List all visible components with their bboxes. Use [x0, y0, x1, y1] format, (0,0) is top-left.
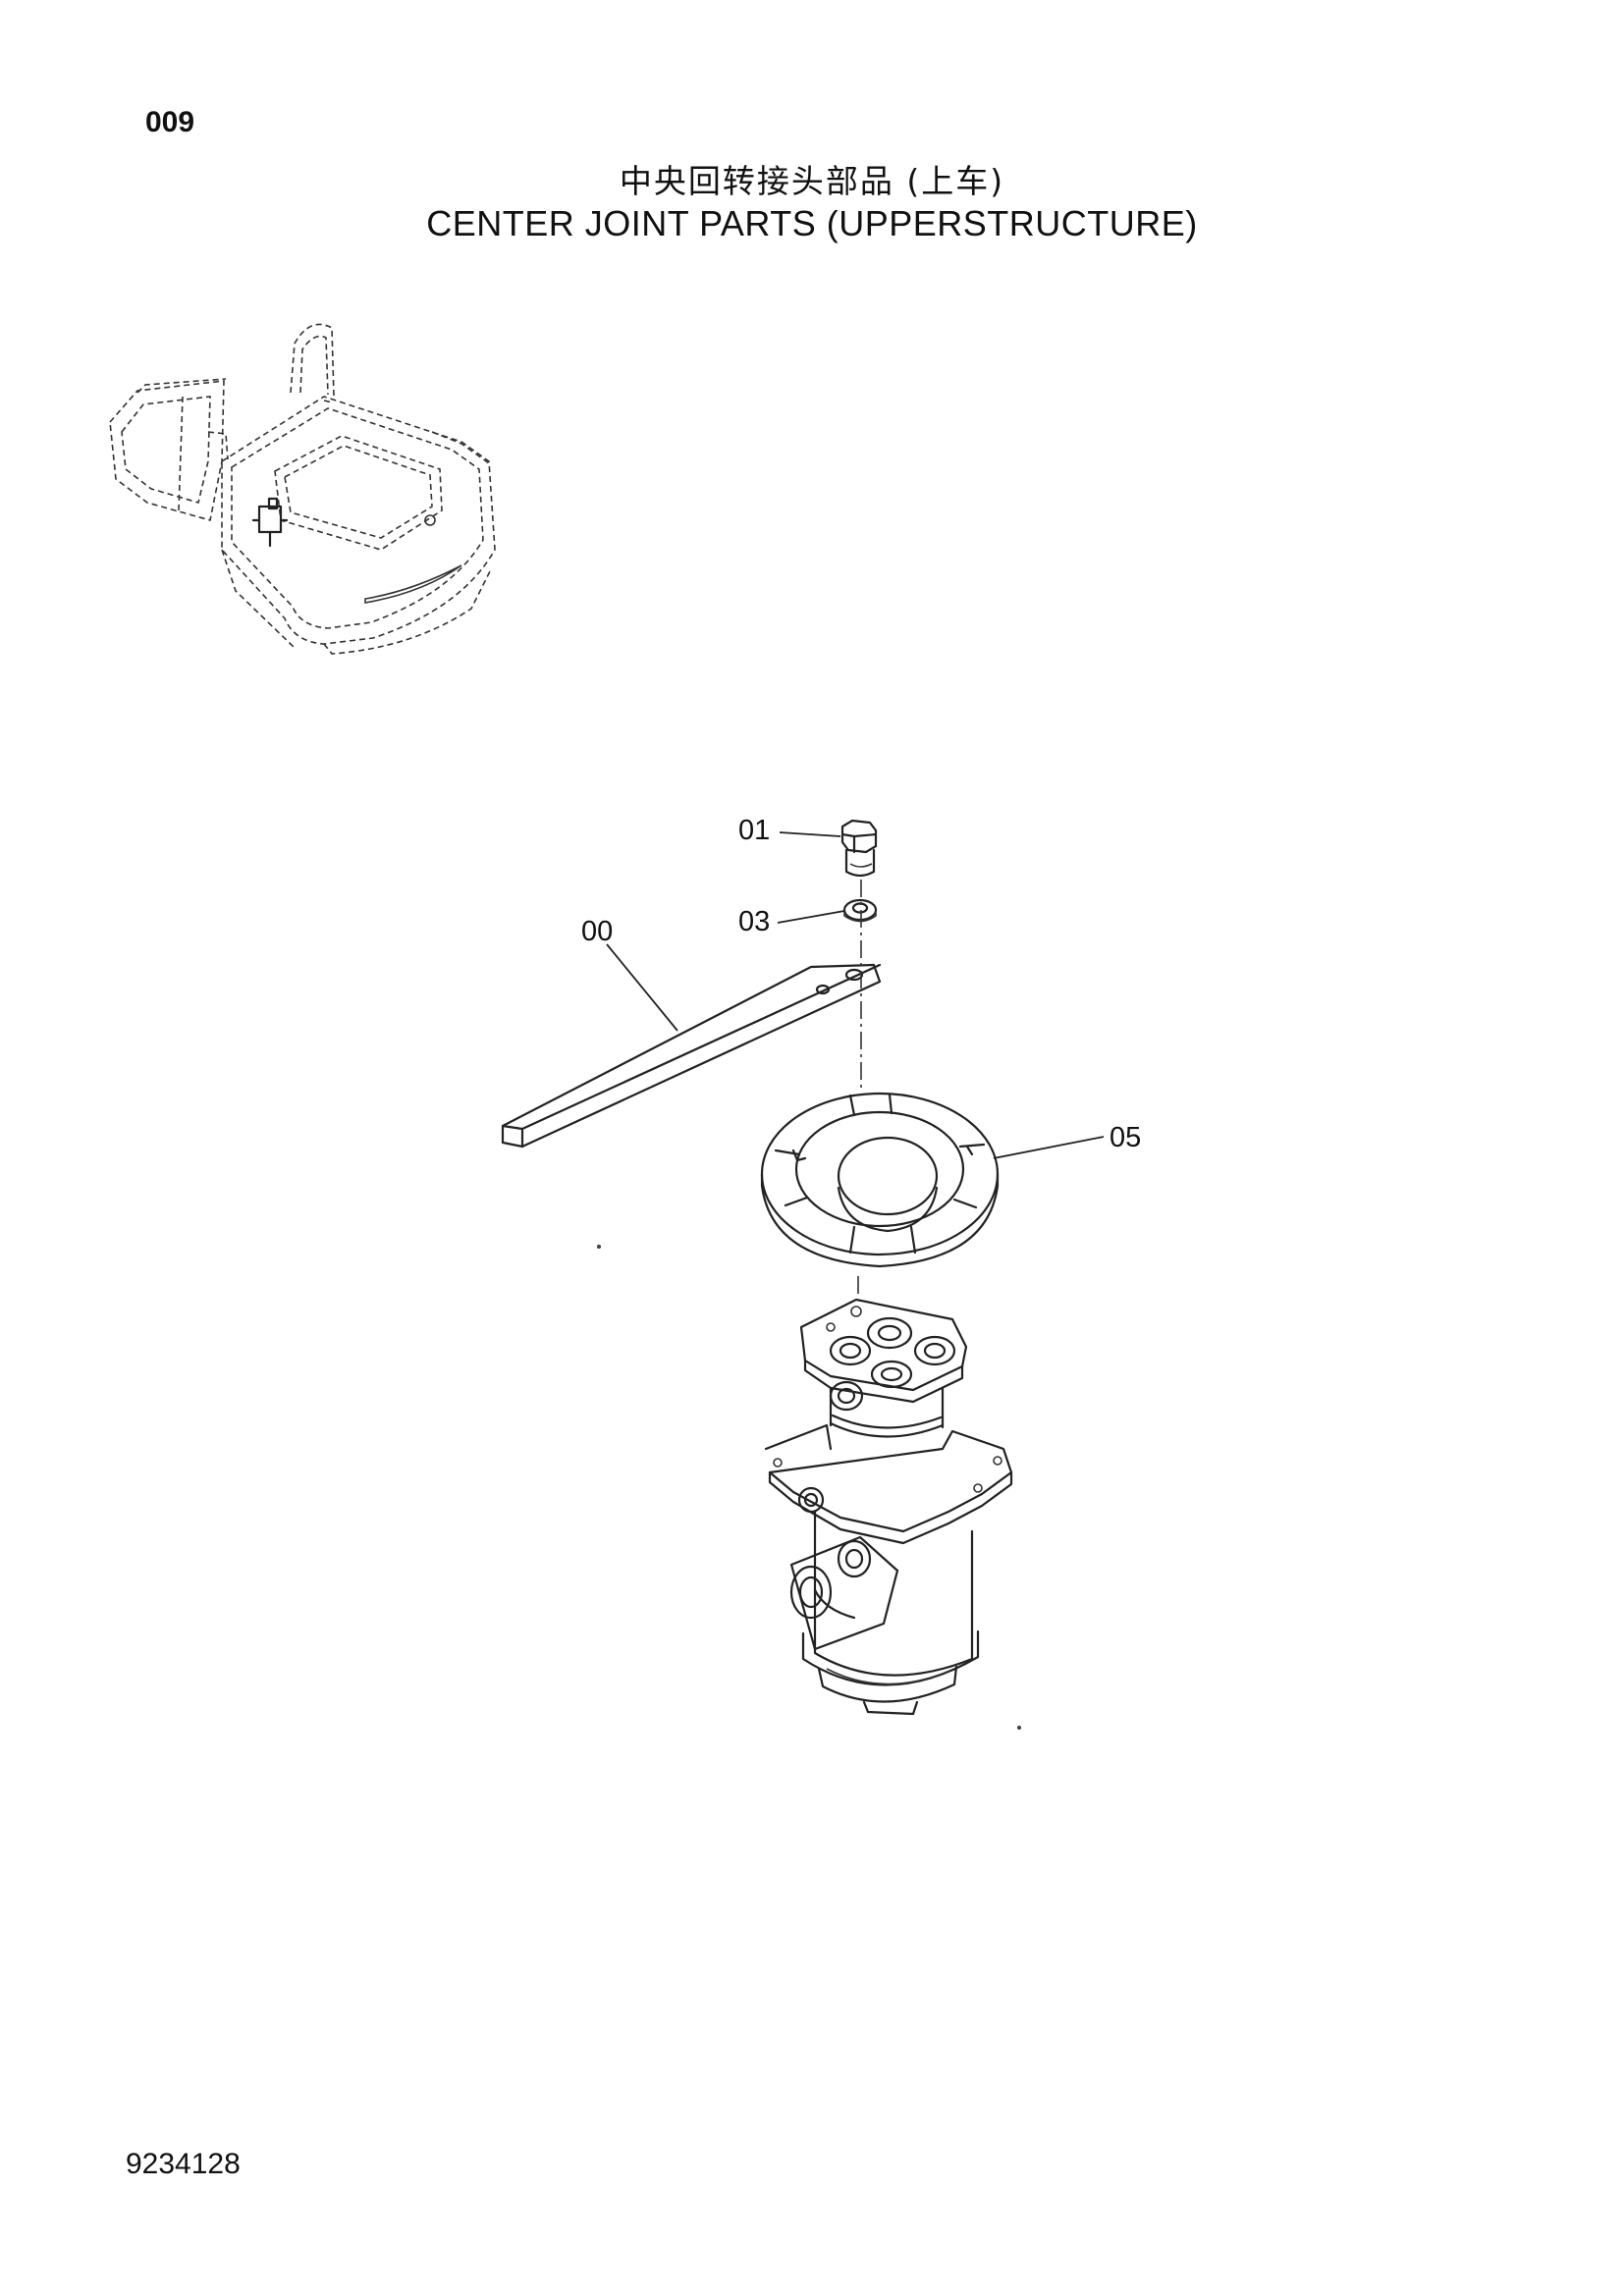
part-03-washer: [842, 898, 878, 923]
leader-00: [606, 943, 678, 1032]
part-00-plate: [501, 963, 882, 1148]
leader-05: [993, 1136, 1105, 1159]
title-chinese: 中央回转接头部品 (上车): [619, 162, 1005, 200]
callout-05: 05: [1110, 1122, 1141, 1153]
center-joint-body: [764, 1298, 1013, 1716]
leader-01: [779, 831, 841, 837]
part-01-bolt: [840, 819, 878, 878]
page-number: 009: [145, 106, 195, 138]
machine-location-thumbnail: [109, 323, 496, 655]
title-english: CENTER JOINT PARTS (UPPERSTRUCTURE): [426, 203, 1198, 243]
leader-03: [777, 910, 845, 924]
assembly-center-line: [857, 880, 862, 1298]
part-05-cover: [760, 1092, 1000, 1268]
document-number: 9234128: [126, 2148, 241, 2180]
callout-03: 03: [738, 906, 770, 937]
callout-01: 01: [738, 815, 770, 846]
callout-00: 00: [581, 916, 613, 947]
